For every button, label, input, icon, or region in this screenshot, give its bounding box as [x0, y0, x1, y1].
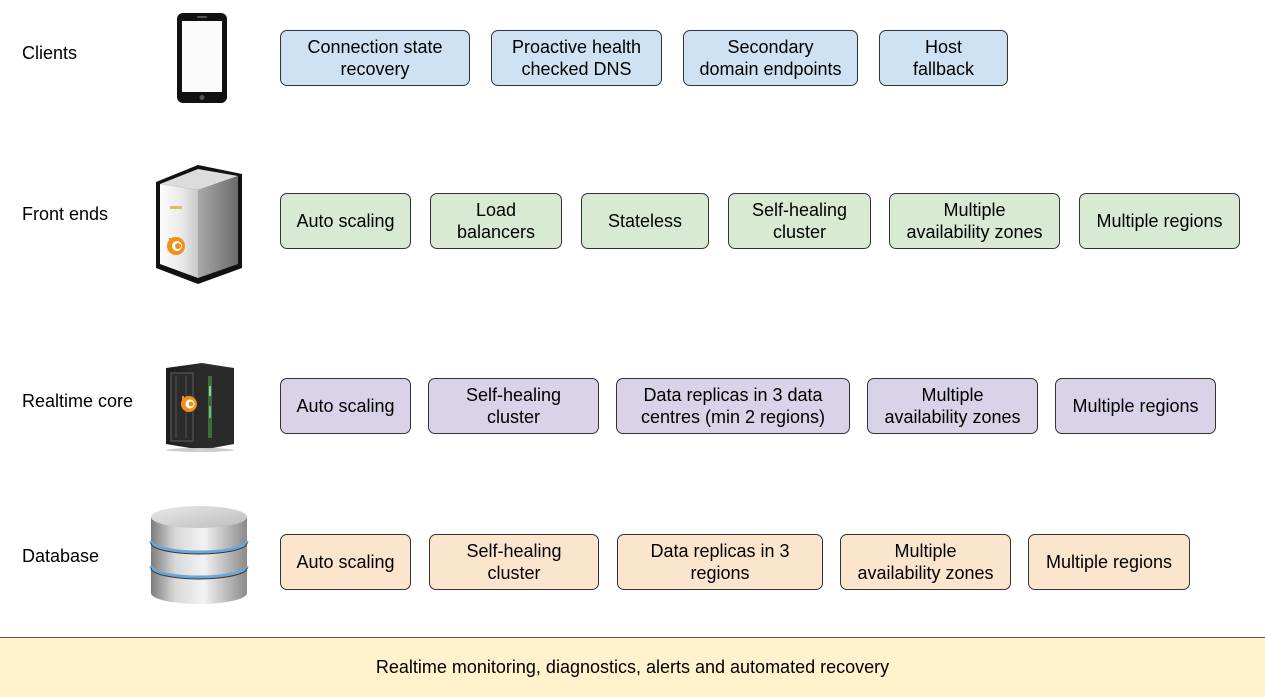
feature-auto-scaling: Auto scaling: [280, 378, 411, 434]
database-icon: [149, 506, 249, 604]
feature-connection-state-recovery: Connection state recovery: [280, 30, 470, 86]
tier-label-clients: Clients: [22, 43, 78, 63]
feature-stateless: Stateless: [581, 193, 709, 249]
feature-multiple-availability-zones: Multiple availability zones: [867, 378, 1038, 434]
feature-multiple-availability-zones: Multiple availability zones: [889, 193, 1060, 249]
feature-multiple-regions: Multiple regions: [1079, 193, 1240, 249]
feature-data-replicas: Data replicas in 3 data centres (min 2 r…: [616, 378, 850, 434]
feature-self-healing-cluster: Self-healing cluster: [429, 534, 599, 590]
tier-label-database: Database: [22, 546, 100, 566]
feature-load-balancers: Load balancers: [430, 193, 562, 249]
feature-self-healing-cluster: Self-healing cluster: [428, 378, 599, 434]
tier-label-front-ends: Front ends: [22, 204, 109, 224]
server-tower-icon: [156, 165, 242, 284]
phone-icon: [177, 13, 227, 103]
feature-proactive-health-checked-dns: Proactive health checked DNS: [491, 30, 662, 86]
feature-multiple-regions: Multiple regions: [1028, 534, 1190, 590]
feature-auto-scaling: Auto scaling: [280, 534, 411, 590]
feature-data-replicas: Data replicas in 3 regions: [617, 534, 823, 590]
feature-host-fallback: Host fallback: [879, 30, 1008, 86]
feature-auto-scaling: Auto scaling: [280, 193, 411, 249]
feature-multiple-availability-zones: Multiple availability zones: [840, 534, 1011, 590]
monitoring-banner: Realtime monitoring, diagnostics, alerts…: [0, 637, 1265, 697]
feature-multiple-regions: Multiple regions: [1055, 378, 1216, 434]
tier-label-realtime-core: Realtime core: [22, 391, 134, 411]
feature-secondary-domain-endpoints: Secondary domain endpoints: [683, 30, 858, 86]
monitoring-banner-text: Realtime monitoring, diagnostics, alerts…: [375, 657, 890, 677]
server-rack-icon: [166, 363, 234, 452]
feature-self-healing-cluster: Self-healing cluster: [728, 193, 871, 249]
